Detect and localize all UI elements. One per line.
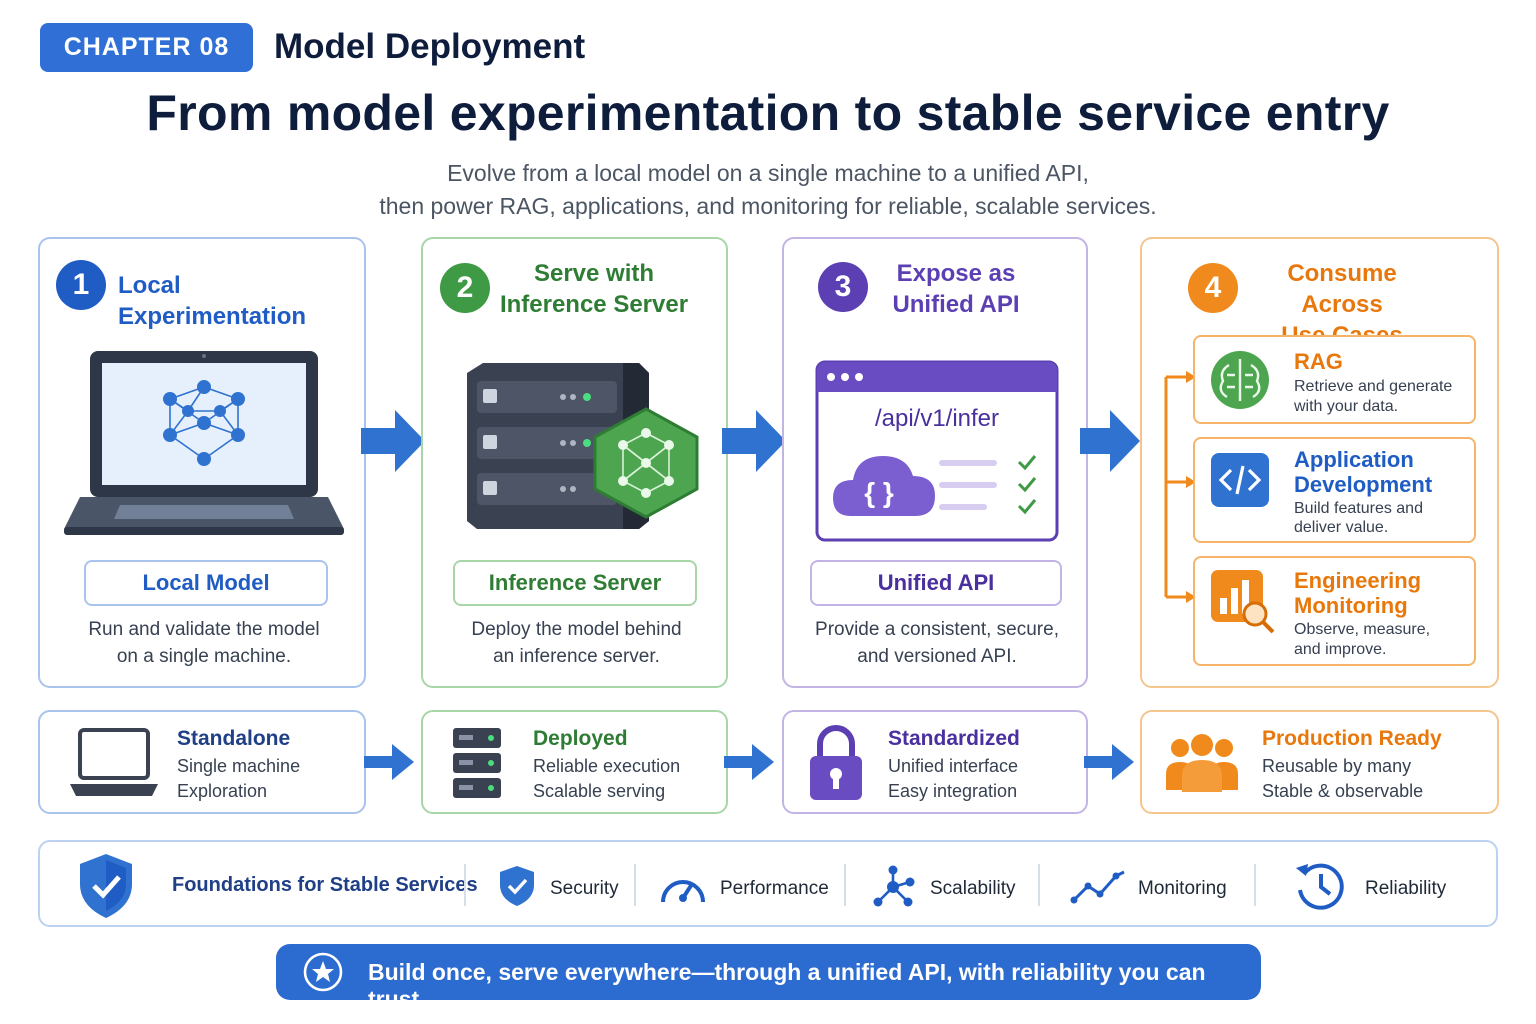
page-title: From model experimentation to stable ser… <box>146 85 1390 141</box>
summary-title: Standalone <box>177 727 291 750</box>
foundation-monitoring: Monitoring <box>1138 878 1227 899</box>
summary-line-1: Reusable by many <box>1262 756 1412 776</box>
laptop-icon <box>70 728 158 796</box>
use-case-title: Engineering Monitoring <box>1294 568 1422 618</box>
use-case-desc-line-1: Retrieve and generate <box>1294 378 1453 395</box>
use-case-desc-line-1: Observe, measure, <box>1294 621 1431 638</box>
use-case-title: RAG <box>1294 349 1343 374</box>
stage-desc-line-2: and versioned API. <box>857 646 1017 667</box>
gauge-icon <box>661 880 705 903</box>
footer-text: Build once, serve everywhere—through a u… <box>368 959 1206 1012</box>
summary-line-2: Scalable serving <box>533 781 666 801</box>
laptop-neural-network-icon <box>64 351 344 535</box>
summary-line-2: Stable & observable <box>1262 781 1424 801</box>
summary-line-1: Reliable execution <box>533 756 681 776</box>
stage-label-unified-api: Unified API <box>810 560 1062 606</box>
stage-desc-line-1: Deploy the model behind <box>471 619 682 640</box>
step-number-1: 1 <box>56 260 106 310</box>
chapter-badge: CHAPTER 08 <box>40 23 253 72</box>
use-case-desc-line-2: and improve. <box>1294 641 1387 658</box>
server-hexagon-icon <box>467 363 699 529</box>
foundation-scalability: Scalability <box>930 878 1016 899</box>
use-case-desc-line-1: Build features and <box>1294 500 1423 517</box>
subtitle-line-2: then power RAG, applications, and monito… <box>379 193 1157 219</box>
summary-line-2: Easy integration <box>888 781 1018 801</box>
use-case-desc-line-2: deliver value. <box>1294 519 1389 536</box>
summary-title: Production Ready <box>1262 727 1442 750</box>
flow-arrow-icon <box>1080 410 1140 472</box>
security-shield-icon <box>500 866 534 906</box>
summary-standardized: Standardized Unified interface Easy inte… <box>782 710 1088 814</box>
lock-icon <box>810 725 862 800</box>
foundations-bar: Foundations for Stable Services Security… <box>38 840 1498 927</box>
brain-icon <box>1211 351 1269 409</box>
stage-card-use-cases: 4 Consume Across Use Cases RAG Retrieve … <box>1140 237 1499 688</box>
flow-arrow-icon <box>364 744 414 780</box>
use-case-engineering-monitoring: Engineering Monitoring Observe, measure,… <box>1193 556 1476 666</box>
divider <box>844 864 846 906</box>
foundation-performance: Performance <box>720 878 829 899</box>
footer-banner: Build once, serve everywhere—through a u… <box>276 944 1261 1012</box>
foundations-title: Foundations for Stable Services <box>172 874 478 896</box>
flow-arrow-icon <box>724 744 774 780</box>
stage-desc-line-2: an inference server. <box>493 646 660 667</box>
flow-arrow-icon <box>1084 744 1134 780</box>
stage-title: Expose as Unified API <box>892 260 1020 318</box>
summary-title: Standardized <box>888 727 1020 750</box>
use-case-application-development: Application Development Build features a… <box>1193 437 1476 543</box>
chapter-title: Model Deployment <box>274 27 586 66</box>
subtitle-line-1: Evolve from a local model on a single ma… <box>447 160 1089 186</box>
use-case-desc-line-2: with your data. <box>1294 398 1399 415</box>
use-case-rag: RAG Retrieve and generate with your data… <box>1193 335 1476 424</box>
flow-arrow-icon <box>722 410 786 472</box>
branch-connector <box>1164 371 1196 603</box>
foundation-security: Security <box>550 878 619 899</box>
line-trend-icon <box>1070 870 1125 904</box>
summary-line-1: Single machine <box>177 756 301 776</box>
stage-card-inference-server: 2 Serve with Inference Server Infer <box>421 237 728 688</box>
stage-title: Serve with Inference Server <box>499 260 689 318</box>
step-number-3: 3 <box>818 262 868 312</box>
stage-card-local-experimentation: 1 Local Experimentation Local Model Run … <box>38 237 366 688</box>
summary-title: Deployed <box>533 727 628 750</box>
stage-desc-line-2: on a single machine. <box>116 646 292 667</box>
code-icon <box>1211 453 1269 507</box>
flow-arrow-icon <box>361 410 425 472</box>
divider <box>1038 864 1040 906</box>
stage-label-local-model: Local Model <box>84 560 328 606</box>
stage-card-unified-api: 3 Expose as Unified API /api/v1/infer { … <box>782 237 1088 688</box>
summary-line-1: Unified interface <box>888 756 1019 776</box>
network-nodes-icon <box>873 865 915 907</box>
json-brace-icon: { } <box>864 477 894 508</box>
summary-line-2: Exploration <box>177 781 268 801</box>
step-number-4: 4 <box>1188 263 1238 313</box>
star-icon <box>303 952 343 992</box>
divider <box>1254 864 1256 906</box>
stage-desc-line-1: Run and validate the model <box>88 619 320 640</box>
divider <box>634 864 636 906</box>
users-icon <box>1166 734 1238 792</box>
stage-desc-line-1: Provide a consistent, secure, <box>815 619 1059 640</box>
api-endpoint-text: /api/v1/infer <box>874 405 1000 432</box>
stage-title: Local Experimentation <box>118 272 307 330</box>
summary-production-ready: Production Ready Reusable by many Stable… <box>1140 710 1499 814</box>
step-number-2: 2 <box>440 263 490 313</box>
summary-standalone: Standalone Single machine Exploration <box>38 710 366 814</box>
api-window-icon <box>815 360 1059 542</box>
summary-deployed: Deployed Reliable execution Scalable ser… <box>421 710 728 814</box>
stage-label-inference-server: Inference Server <box>453 560 697 606</box>
server-stack-icon <box>453 728 501 798</box>
foundation-reliability: Reliability <box>1365 878 1447 899</box>
clock-refresh-icon <box>1296 863 1344 910</box>
shield-check-icon <box>80 854 132 918</box>
divider <box>464 864 466 906</box>
chart-magnifier-icon <box>1211 570 1275 634</box>
use-case-title: Application Development <box>1294 447 1433 497</box>
